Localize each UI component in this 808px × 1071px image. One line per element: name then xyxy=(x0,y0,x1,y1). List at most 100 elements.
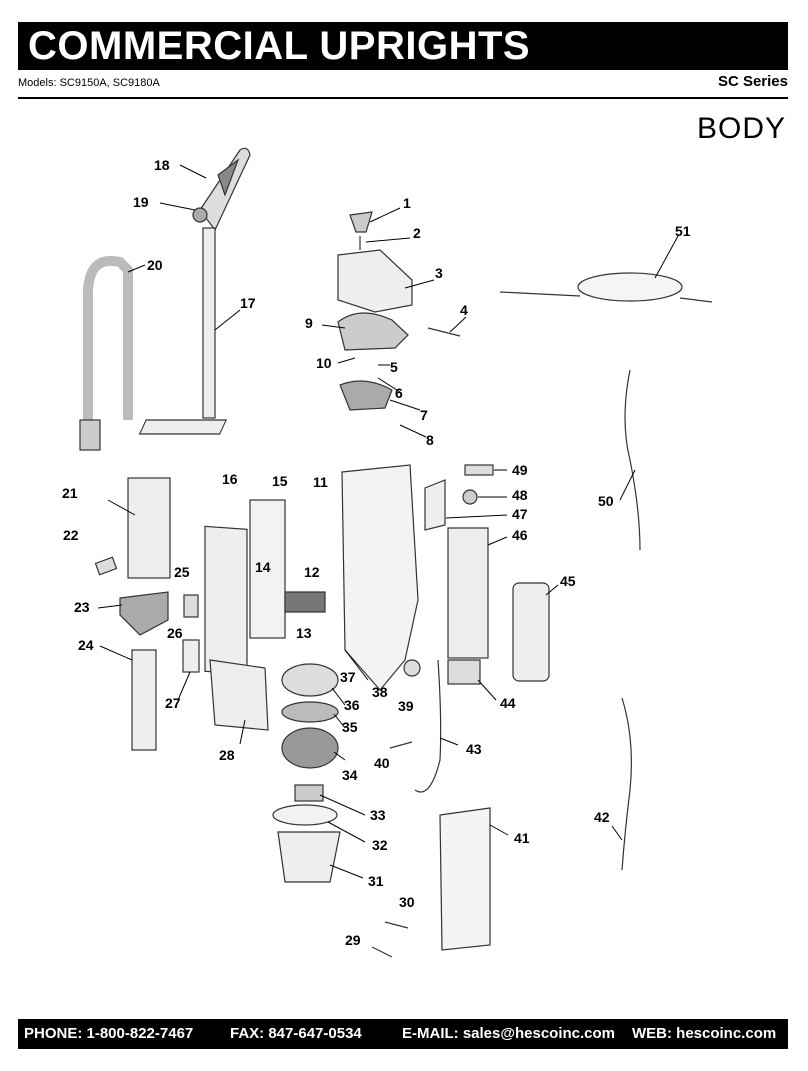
part-36 xyxy=(281,663,339,697)
part-27 xyxy=(182,639,200,673)
callout-6: 6 xyxy=(395,385,403,401)
cord-50 xyxy=(624,369,641,551)
callout-14: 14 xyxy=(255,559,271,575)
power-cord-coil xyxy=(577,272,683,302)
callout-50: 50 xyxy=(598,493,614,509)
callout-42: 42 xyxy=(594,809,610,825)
callout-2: 2 xyxy=(413,225,421,241)
callout-47: 47 xyxy=(512,506,528,522)
callout-35: 35 xyxy=(342,719,358,735)
part-22 xyxy=(94,556,118,576)
footer-fax: FAX: 847-647-0534 xyxy=(230,1025,362,1042)
cord-42 xyxy=(621,697,632,871)
power-cord-tail xyxy=(499,291,581,297)
callout-33: 33 xyxy=(370,807,386,823)
part-47 xyxy=(424,479,446,531)
part-24 xyxy=(131,649,157,751)
callout-21: 21 xyxy=(62,485,78,501)
callout-32: 32 xyxy=(372,837,388,853)
callout-12: 12 xyxy=(304,564,320,580)
callout-7: 7 xyxy=(420,407,428,423)
part-34 xyxy=(281,727,339,769)
part-33 xyxy=(294,784,324,802)
part-39 xyxy=(403,659,421,677)
callout-3: 3 xyxy=(435,265,443,281)
callout-31: 31 xyxy=(368,873,384,889)
section-title: BODY xyxy=(696,112,786,145)
callout-8: 8 xyxy=(426,432,434,448)
callout-1: 1 xyxy=(403,195,411,211)
part-44 xyxy=(447,659,481,685)
series-label: SC Series xyxy=(717,73,788,90)
callout-45: 45 xyxy=(560,573,576,589)
callout-23: 23 xyxy=(74,599,90,615)
callout-17: 17 xyxy=(240,295,256,311)
page-title: COMMERCIAL UPRIGHTS xyxy=(28,24,531,68)
part-9 xyxy=(337,312,409,351)
part-46 xyxy=(447,527,489,659)
part-25 xyxy=(183,594,199,618)
callout-28: 28 xyxy=(219,747,235,763)
power-cord-plug xyxy=(679,297,713,303)
callout-38: 38 xyxy=(372,684,388,700)
callout-18: 18 xyxy=(154,157,170,173)
callout-37: 37 xyxy=(340,669,356,685)
callout-36: 36 xyxy=(344,697,360,713)
callout-29: 29 xyxy=(345,932,361,948)
part-48 xyxy=(462,489,478,505)
footer-contact-bar: PHONE: 1-800-822-7467 FAX: 847-647-0534 … xyxy=(18,1019,788,1049)
callout-16: 16 xyxy=(222,471,238,487)
title-bar: COMMERCIAL UPRIGHTS xyxy=(18,22,788,70)
callout-25: 25 xyxy=(174,564,190,580)
part-43 xyxy=(414,659,442,793)
callout-22: 22 xyxy=(63,527,79,543)
part-40 xyxy=(389,741,413,749)
callout-20: 20 xyxy=(147,257,163,273)
part-15 xyxy=(249,499,286,639)
handle-release xyxy=(217,158,240,197)
callout-13: 13 xyxy=(296,625,312,641)
callout-39: 39 xyxy=(398,698,414,714)
hose xyxy=(83,255,133,425)
callout-9: 9 xyxy=(305,315,313,331)
part-21 xyxy=(127,477,171,579)
models-label: Models: SC9150A, SC9180A xyxy=(18,77,160,89)
part-28 xyxy=(209,659,269,731)
part-29 xyxy=(371,946,393,958)
callout-51: 51 xyxy=(675,223,691,239)
callout-41: 41 xyxy=(514,830,530,846)
handle-screw xyxy=(192,207,208,223)
header-rule xyxy=(18,97,788,99)
callout-4: 4 xyxy=(460,302,468,318)
part-1 xyxy=(349,211,373,233)
callout-26: 26 xyxy=(167,625,183,641)
callout-11: 11 xyxy=(313,474,328,490)
callout-34: 34 xyxy=(342,767,358,783)
part-4 xyxy=(427,327,461,337)
footer-web: WEB: hescoinc.com xyxy=(632,1025,777,1042)
main-housing xyxy=(341,464,419,691)
callout-19: 19 xyxy=(133,194,149,210)
callout-10: 10 xyxy=(316,355,332,371)
part-30 xyxy=(384,921,409,929)
part-45 xyxy=(512,582,550,682)
handle-tube xyxy=(202,227,216,419)
part-6 xyxy=(339,380,393,411)
callout-44: 44 xyxy=(500,695,516,711)
part-31 xyxy=(277,831,341,883)
callout-15: 15 xyxy=(272,473,288,489)
callout-43: 43 xyxy=(466,741,482,757)
part-41 xyxy=(439,807,491,951)
callout-40: 40 xyxy=(374,755,390,771)
callout-30: 30 xyxy=(399,894,415,910)
callout-24: 24 xyxy=(78,637,94,653)
callout-49: 49 xyxy=(512,462,528,478)
footer-phone: PHONE: 1-800-822-7467 xyxy=(24,1025,194,1042)
footer-email: E-MAIL: sales@hescoinc.com xyxy=(402,1025,616,1042)
hose-end xyxy=(79,419,101,451)
callout-46: 46 xyxy=(512,527,528,543)
part-32 xyxy=(272,804,338,826)
callout-labels: 1234567891011121314151617181920212223242… xyxy=(62,157,691,948)
part-23 xyxy=(119,591,169,636)
